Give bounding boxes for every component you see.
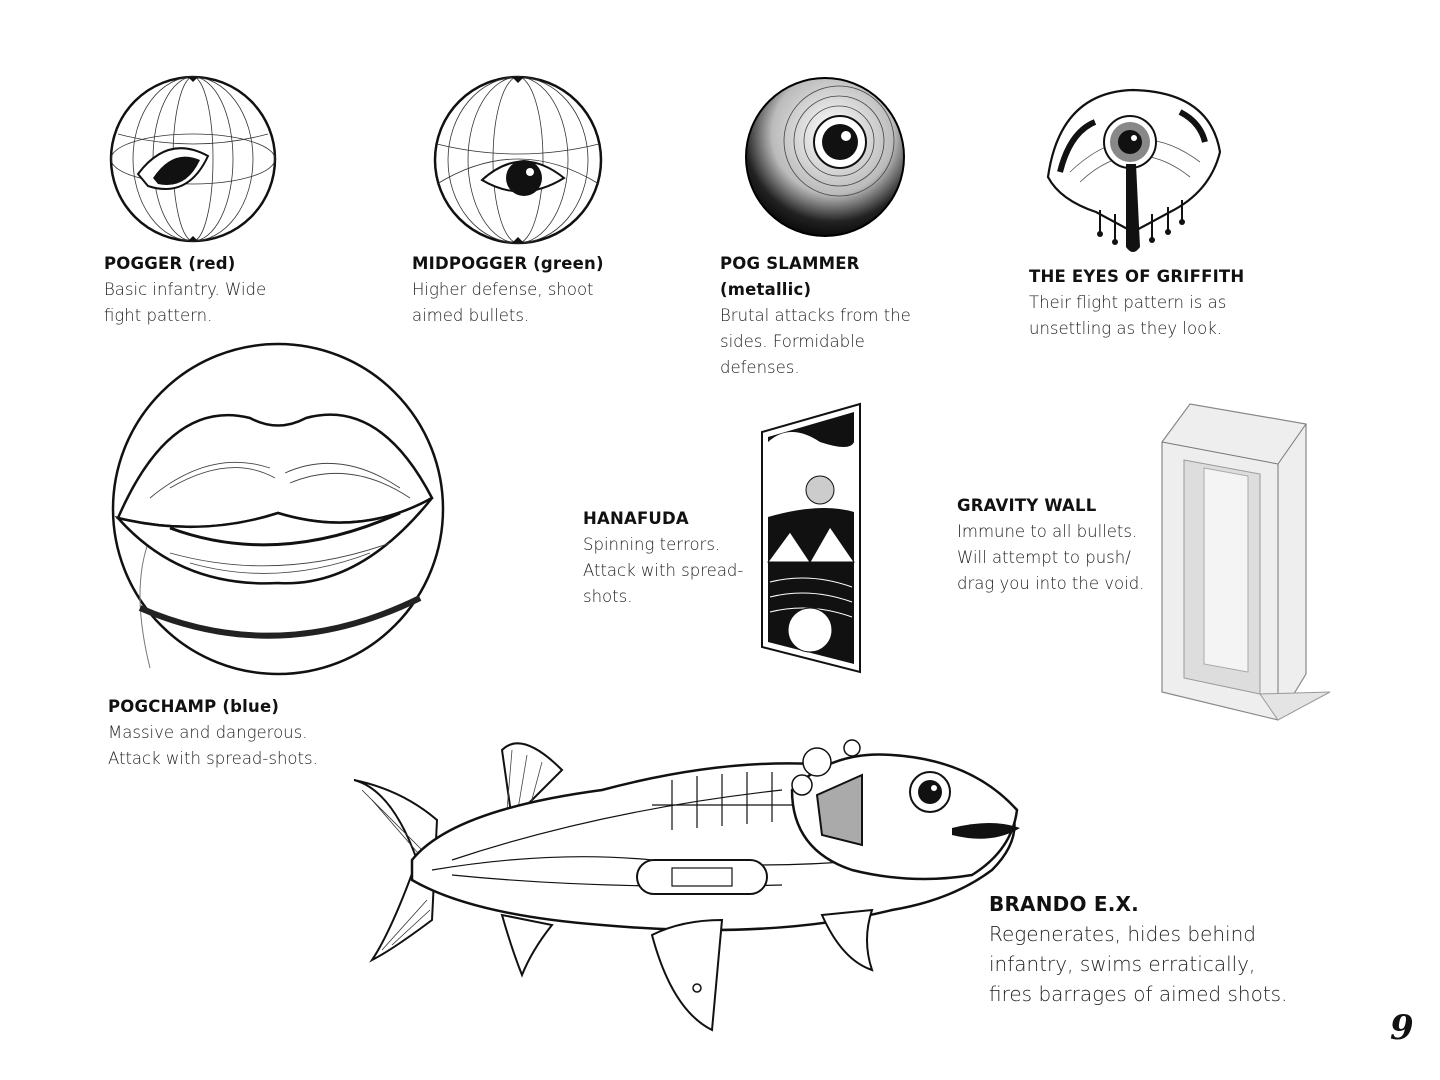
eyes-of-griffith-illustration — [1040, 82, 1226, 260]
pogchamp-entry: POGCHAMP (blue) Massive and dangerous. A… — [108, 694, 338, 772]
pogger-entry: POGGER (red) Basic infantry. Wide fight … — [104, 251, 304, 329]
gravity-wall-name: GRAVITY WALL — [957, 496, 1097, 515]
hanafuda-desc: Spinning terrors. Attack with spread-sho… — [583, 535, 744, 606]
pog-slammer-desc: Brutal attacks from the sides. Formidabl… — [720, 306, 911, 377]
gravity-wall-entry: GRAVITY WALL Immune to all bullets. Will… — [957, 493, 1147, 597]
pogchamp-desc: Massive and dangerous. Attack with sprea… — [108, 723, 318, 768]
eyes-of-griffith-desc: Their flight pattern is as unsettling as… — [1029, 293, 1227, 338]
midpogger-entry: MIDPOGGER (green) Higher defense, shoot … — [412, 251, 622, 329]
pogchamp-name: POGCHAMP (blue) — [108, 697, 280, 716]
gravity-wall-desc: Immune to all bullets. Will attempt to p… — [957, 522, 1145, 593]
pogger-name: POGGER (red) — [104, 254, 236, 273]
pog-slammer-name: POG SLAMMER (metallic) — [720, 254, 860, 299]
midpogger-desc: Higher defense, shoot aimed bullets. — [412, 280, 594, 325]
midpogger-name: MIDPOGGER (green) — [412, 254, 604, 273]
pogger-desc: Basic infantry. Wide fight pattern. — [104, 280, 267, 325]
midpogger-illustration — [432, 74, 604, 246]
brando-ex-illustration — [352, 710, 1028, 1042]
hanafuda-illustration — [760, 402, 864, 674]
eyes-of-griffith-name: THE EYES OF GRIFFITH — [1029, 267, 1245, 286]
pog-slammer-entry: POG SLAMMER (metallic) Brutal attacks fr… — [720, 251, 920, 381]
pog-slammer-illustration — [744, 76, 906, 238]
eyes-of-griffith-entry: THE EYES OF GRIFFITH Their flight patter… — [1029, 264, 1249, 342]
hanafuda-entry: HANAFUDA Spinning terrors. Attack with s… — [583, 506, 753, 610]
brando-ex-desc: Regenerates, hides behind infantry, swim… — [989, 922, 1288, 1006]
gravity-wall-illustration — [1160, 402, 1332, 722]
brando-ex-name: BRANDO E.X. — [989, 892, 1139, 916]
pogchamp-illustration — [110, 338, 446, 680]
hanafuda-name: HANAFUDA — [583, 509, 689, 528]
brando-ex-entry: BRANDO E.X. Regenerates, hides behind in… — [989, 889, 1289, 1009]
pogger-illustration — [108, 74, 278, 244]
page-number: 9 — [1390, 1008, 1414, 1048]
